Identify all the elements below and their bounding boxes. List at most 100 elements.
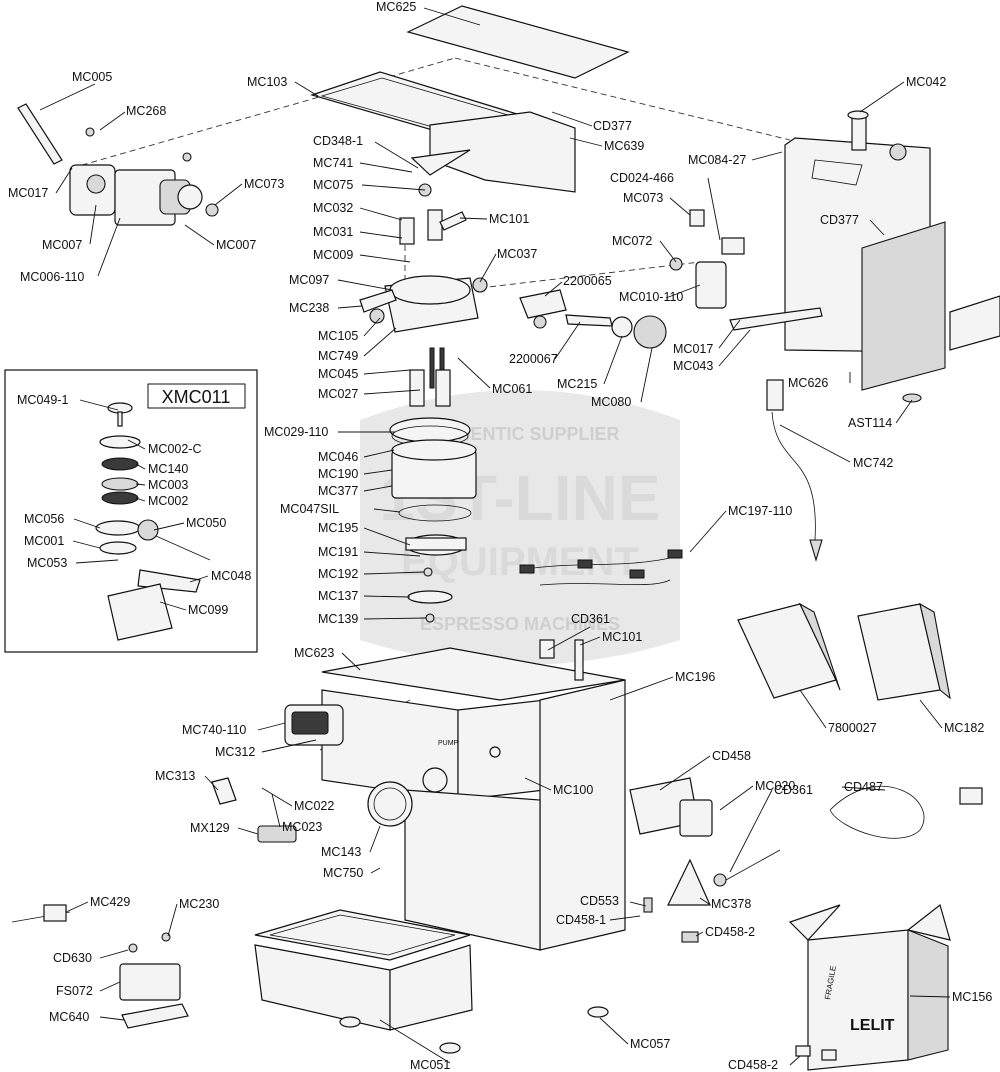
leader-line bbox=[73, 518, 101, 529]
callout-label: CD377 bbox=[820, 213, 859, 227]
leader-line bbox=[363, 595, 411, 598]
callout-label: MC007 bbox=[42, 238, 82, 252]
callout-label: MC027 bbox=[318, 387, 358, 401]
callout-label: CD458 bbox=[712, 749, 751, 763]
callout-label: MC742 bbox=[853, 456, 893, 470]
callout-label: MC023 bbox=[282, 820, 322, 834]
leader-line bbox=[369, 825, 381, 853]
callout-label: CD361 bbox=[774, 783, 813, 797]
steam-valve-parts bbox=[519, 289, 667, 349]
terminal-block bbox=[11, 904, 189, 1029]
callout-label: MC080 bbox=[591, 395, 631, 409]
callout-label: MC084-27 bbox=[688, 153, 746, 167]
callout-label: CD630 bbox=[53, 951, 92, 965]
callout-label: MC017 bbox=[8, 186, 48, 200]
leader-line bbox=[869, 219, 885, 236]
callout-label: MC190 bbox=[318, 467, 358, 481]
leader-line bbox=[72, 540, 101, 549]
callout-label: AST114 bbox=[848, 416, 892, 430]
leader-line bbox=[363, 469, 393, 475]
leader-line bbox=[159, 601, 187, 611]
leader-line bbox=[214, 183, 243, 206]
callout-label: 7800027 bbox=[828, 721, 877, 735]
callout-label: CD458-1 bbox=[556, 913, 606, 927]
callout-label: CD553 bbox=[580, 894, 619, 908]
leader-line bbox=[363, 449, 395, 458]
leader-lines bbox=[39, 7, 951, 1066]
callout-label: MC002-C bbox=[148, 442, 202, 456]
callout-label: MC073 bbox=[623, 191, 663, 205]
callout-label: MC047SIL bbox=[280, 502, 339, 516]
leader-line bbox=[99, 1016, 125, 1021]
leader-line bbox=[363, 571, 425, 575]
callout-label: MC268 bbox=[126, 104, 166, 118]
callout-label: CD348-1 bbox=[313, 134, 363, 148]
leader-line bbox=[55, 167, 73, 194]
callout-label: MC048 bbox=[211, 569, 251, 583]
box-brand: LELIT bbox=[850, 1017, 895, 1034]
callout-label: CD487 bbox=[844, 780, 883, 794]
callout-label: MC139 bbox=[318, 612, 358, 626]
callout-label: MC196 bbox=[675, 670, 715, 684]
leader-line bbox=[729, 789, 773, 873]
callout-label: MC003 bbox=[148, 478, 188, 492]
callout-label: MC230 bbox=[179, 897, 219, 911]
leader-line bbox=[363, 551, 421, 557]
leader-line bbox=[99, 949, 129, 959]
leader-line bbox=[39, 83, 96, 111]
callout-label: MC043 bbox=[673, 359, 713, 373]
leader-line bbox=[135, 483, 146, 486]
callout-label: MC061 bbox=[492, 382, 532, 396]
callout-label: MC313 bbox=[155, 769, 195, 783]
steam-wand bbox=[766, 379, 823, 562]
callout-label: MC045 bbox=[318, 367, 358, 381]
leader-line bbox=[184, 224, 215, 246]
wiring-harness bbox=[519, 549, 683, 586]
leader-line bbox=[665, 284, 701, 299]
leader-line bbox=[841, 786, 886, 791]
callout-label: 2200067 bbox=[509, 352, 558, 366]
leader-line bbox=[799, 689, 827, 729]
callout-label: MC377 bbox=[318, 484, 358, 498]
callout-label: MC001 bbox=[24, 534, 64, 548]
callout-label: MC156 bbox=[952, 990, 992, 1004]
callout-label: CD024-466 bbox=[610, 171, 674, 185]
leader-line bbox=[695, 931, 704, 937]
leader-line bbox=[363, 327, 397, 357]
callout-label: MC740-110 bbox=[182, 723, 246, 737]
leader-line bbox=[789, 1055, 801, 1066]
callout-label: MC105 bbox=[318, 329, 358, 343]
leader-line bbox=[189, 575, 209, 583]
leader-line bbox=[271, 793, 281, 828]
callout-label: CD458-2 bbox=[728, 1058, 778, 1072]
leader-line bbox=[609, 915, 641, 921]
leader-line bbox=[359, 231, 403, 239]
callout-label: MC049-1 bbox=[17, 393, 68, 407]
leader-line bbox=[127, 439, 146, 450]
leader-line bbox=[370, 867, 381, 874]
callout-label: MC238 bbox=[289, 301, 329, 315]
callout-label: MC623 bbox=[294, 646, 334, 660]
kit-title: XMC011 bbox=[162, 387, 231, 407]
callout-label: MC749 bbox=[318, 349, 358, 363]
leader-line bbox=[337, 305, 363, 309]
leader-line bbox=[669, 197, 691, 216]
leader-line bbox=[359, 254, 411, 263]
callout-label: FS072 bbox=[56, 984, 93, 998]
leader-line bbox=[895, 399, 913, 424]
leader-line bbox=[909, 995, 951, 998]
callout-label: MC032 bbox=[313, 201, 353, 215]
callout-labels: MC625 MC103 CD377 MC639 MC005 MC268 MC01… bbox=[8, 0, 992, 1072]
callout-label: MC197-110 bbox=[728, 504, 792, 518]
leader-line bbox=[629, 901, 647, 907]
leader-line bbox=[153, 522, 185, 531]
callout-label: MC312 bbox=[215, 745, 255, 759]
callout-label: MC101 bbox=[602, 630, 642, 644]
callout-label: MC191 bbox=[318, 545, 358, 559]
leader-line bbox=[341, 652, 361, 671]
machine-body: PUMP bbox=[211, 639, 626, 951]
callout-label: MC022 bbox=[294, 799, 334, 813]
leader-line bbox=[551, 111, 593, 127]
callout-label: MC626 bbox=[788, 376, 828, 390]
callout-label: MC046 bbox=[318, 450, 358, 464]
